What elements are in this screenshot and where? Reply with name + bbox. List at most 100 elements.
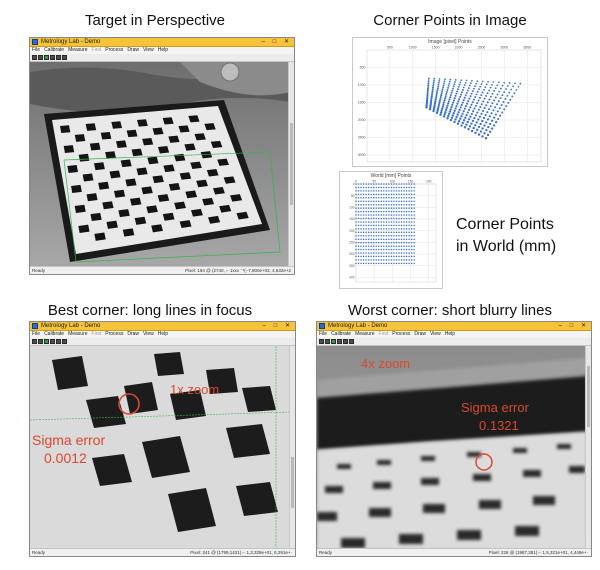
- menu-process[interactable]: Process: [105, 331, 124, 337]
- image-point: [498, 90, 501, 93]
- menu-calibrate[interactable]: Calibrate: [44, 331, 65, 337]
- menu-process[interactable]: Process: [392, 331, 411, 337]
- vertical-scrollbar[interactable]: [289, 346, 295, 548]
- world-point: [355, 200, 357, 202]
- menu-file[interactable]: File: [32, 47, 41, 53]
- world-point: [375, 200, 377, 202]
- checker-square: [90, 212, 102, 222]
- open-icon[interactable]: [32, 339, 37, 344]
- image-point: [470, 129, 474, 133]
- menu-file[interactable]: File: [32, 331, 41, 337]
- camera-icon[interactable]: [331, 339, 336, 344]
- measure-icon[interactable]: [56, 55, 61, 60]
- window-title-bar[interactable]: Metrology Lab - Demo – □ ✕: [317, 322, 591, 331]
- image-point: [485, 104, 488, 107]
- camera-icon[interactable]: [44, 55, 49, 60]
- pointer-icon[interactable]: [337, 339, 342, 344]
- zoom-icon[interactable]: [62, 55, 67, 60]
- menu-find[interactable]: Find: [91, 331, 102, 337]
- world-point: [380, 252, 383, 254]
- open-icon[interactable]: [319, 339, 324, 344]
- world-point: [403, 224, 405, 227]
- world-point: [398, 210, 400, 213]
- save-icon[interactable]: [325, 339, 330, 344]
- image-viewport[interactable]: [30, 62, 288, 266]
- image-point: [457, 111, 460, 114]
- menu-help[interactable]: Help: [157, 47, 169, 53]
- window-controls[interactable]: – □ ✕: [261, 39, 292, 45]
- save-icon[interactable]: [38, 55, 43, 60]
- pointer-icon[interactable]: [50, 55, 55, 60]
- menu-help[interactable]: Help: [444, 331, 456, 337]
- menu-calibrate[interactable]: Calibrate: [331, 331, 352, 337]
- world-point: [357, 190, 360, 192]
- world-point: [410, 252, 413, 254]
- menu-help[interactable]: Help: [157, 331, 169, 337]
- save-icon[interactable]: [38, 339, 43, 344]
- world-point: [355, 193, 357, 196]
- world-point: [375, 255, 377, 258]
- world-point: [372, 200, 375, 202]
- menu-measure[interactable]: Measure: [68, 331, 88, 337]
- zoom-icon[interactable]: [349, 339, 354, 344]
- app-icon: [32, 323, 38, 329]
- world-point: [365, 255, 367, 258]
- world-point: [408, 234, 410, 237]
- menu-find[interactable]: Find: [378, 331, 389, 337]
- world-point: [410, 193, 413, 196]
- world-point: [398, 221, 400, 223]
- menu-measure[interactable]: Measure: [355, 331, 375, 337]
- image-point: [475, 93, 478, 96]
- measure-icon[interactable]: [343, 339, 348, 344]
- image-point: [483, 132, 486, 135]
- world-point: [357, 231, 360, 234]
- image-point: [454, 107, 457, 110]
- world-point: [410, 238, 413, 240]
- menu-draw[interactable]: Draw: [127, 47, 139, 53]
- world-point: [393, 221, 395, 223]
- world-point: [405, 210, 408, 213]
- world-point: [375, 203, 377, 206]
- world-point: [385, 255, 388, 258]
- vertical-scrollbar[interactable]: [585, 346, 591, 548]
- menu-draw[interactable]: Draw: [127, 331, 139, 337]
- image-point: [501, 111, 504, 114]
- window-title-bar[interactable]: Metrology Lab - Demo – □ ✕: [30, 38, 294, 47]
- world-point: [403, 193, 405, 196]
- menu-view[interactable]: View: [430, 331, 441, 337]
- camera-icon[interactable]: [44, 339, 49, 344]
- pointer-icon[interactable]: [50, 339, 55, 344]
- image-point: [489, 105, 492, 108]
- world-point: [385, 207, 388, 209]
- world-point: [355, 183, 357, 185]
- toolbar: [30, 338, 295, 346]
- world-point: [370, 197, 372, 199]
- world-point: [357, 245, 360, 247]
- image-viewport[interactable]: 4x zoom Sigma error 0.1321: [317, 346, 585, 548]
- world-point: [362, 214, 365, 216]
- image-viewport[interactable]: 1x zoom Sigma error 0.0012: [30, 346, 289, 548]
- zoom-icon[interactable]: [62, 339, 67, 344]
- menu-view[interactable]: View: [143, 331, 154, 337]
- world-point: [380, 228, 383, 230]
- window-title-bar[interactable]: Metrology Lab - Demo – □ ✕: [30, 322, 295, 331]
- checker-square: [174, 201, 186, 210]
- menu-view[interactable]: View: [143, 47, 154, 53]
- image-point: [464, 105, 468, 108]
- menu-file[interactable]: File: [319, 331, 328, 337]
- menu-draw[interactable]: Draw: [414, 331, 426, 337]
- open-icon[interactable]: [32, 55, 37, 60]
- menu-measure[interactable]: Measure: [68, 47, 88, 53]
- window-controls[interactable]: – □ ✕: [262, 323, 293, 329]
- measure-icon[interactable]: [56, 339, 61, 344]
- menu-calibrate[interactable]: Calibrate: [44, 47, 65, 53]
- world-point: [388, 224, 390, 227]
- world-point: [388, 186, 390, 189]
- vertical-scrollbar[interactable]: [288, 62, 294, 266]
- world-point: [398, 224, 400, 227]
- window-controls[interactable]: – □ ✕: [558, 323, 589, 329]
- menu-find[interactable]: Find: [91, 47, 102, 53]
- menu-process[interactable]: Process: [105, 47, 124, 53]
- world-point: [405, 200, 408, 202]
- world-point: [362, 197, 365, 199]
